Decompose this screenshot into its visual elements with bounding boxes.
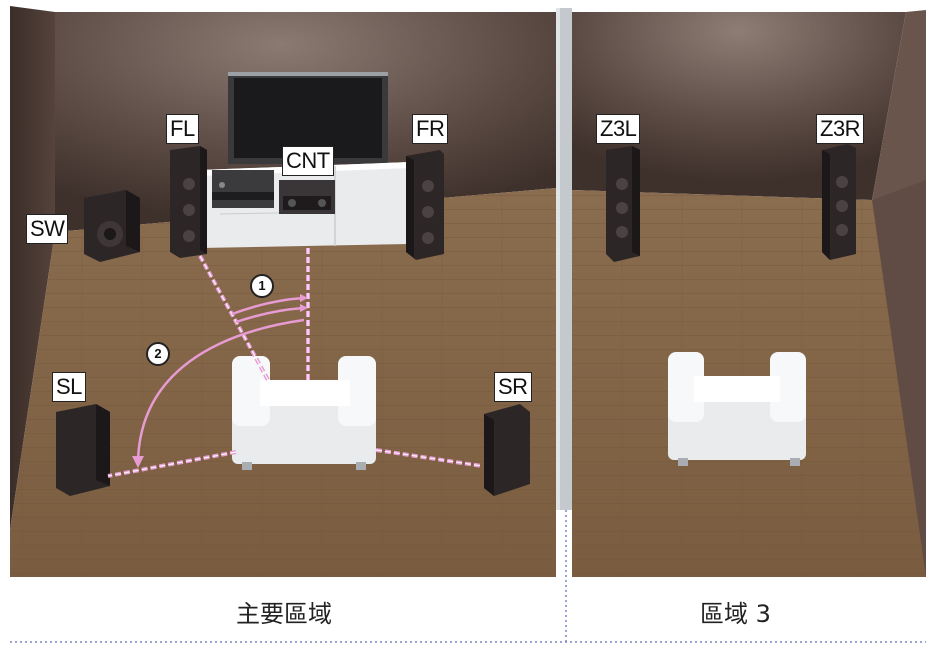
- label-sr: SR: [494, 372, 532, 402]
- sw-speaker: [84, 190, 140, 262]
- angle-marker-1: 1: [250, 274, 274, 298]
- label-sl: SL: [52, 372, 86, 402]
- arc-1b: [235, 306, 305, 324]
- fl-speaker: [170, 146, 207, 258]
- label-fl: FL: [166, 114, 199, 144]
- label-fr: FR: [412, 114, 449, 144]
- arc-1: [231, 296, 305, 316]
- guide-lines: [107, 248, 483, 478]
- main-zone-label: 主要區域: [236, 600, 332, 628]
- label-sw: SW: [26, 214, 69, 244]
- label-cnt: CNT: [282, 146, 334, 176]
- zone3-armchair: [668, 352, 806, 466]
- z3l-speaker: [606, 146, 640, 262]
- sl-speaker: [56, 404, 110, 496]
- zone3-room: [572, 10, 926, 577]
- sr-speaker: [484, 404, 530, 496]
- arc-2: [136, 318, 305, 463]
- fr-speaker: [406, 150, 444, 260]
- z3r-speaker: [822, 144, 856, 260]
- angle-marker-2: 2: [146, 342, 170, 366]
- cnt-speaker: [279, 180, 335, 214]
- label-z3r: Z3R: [816, 114, 865, 144]
- label-z3l: Z3L: [596, 114, 641, 144]
- main-armchair: [232, 356, 376, 470]
- av-receiver: [212, 170, 274, 208]
- angle-arcs: [132, 294, 308, 468]
- zone3-label: 區域 3: [700, 600, 771, 628]
